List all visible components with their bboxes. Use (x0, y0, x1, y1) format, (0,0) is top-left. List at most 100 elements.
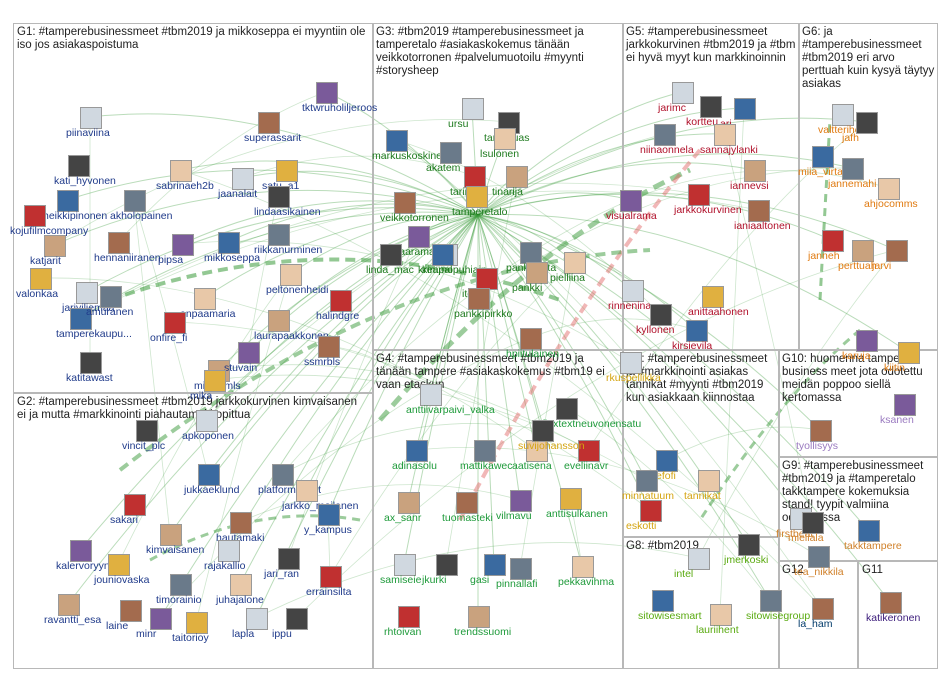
edge (181, 200, 479, 245)
edge (53, 189, 479, 246)
edge (395, 139, 823, 609)
avatar (858, 520, 880, 542)
avatar (532, 420, 554, 442)
avatar (468, 288, 490, 310)
node-label: samiseie (380, 574, 422, 586)
avatar (230, 512, 252, 534)
node-label: errainsilta (306, 586, 352, 598)
edge (117, 91, 327, 243)
node-label: hennaniiranen (94, 252, 161, 264)
edge (281, 199, 631, 475)
edge (67, 214, 479, 605)
node-label: veikkotorronen (380, 212, 449, 224)
node-label: karuja (842, 350, 871, 362)
node-label: superassarit (244, 132, 302, 144)
edge (255, 542, 699, 619)
edge (477, 214, 495, 565)
avatar (702, 286, 724, 308)
avatar (24, 205, 46, 227)
avatar (44, 235, 66, 257)
avatar (196, 410, 218, 432)
node-label: jukkaeklund (184, 484, 240, 496)
node-label: rhtoivan (384, 626, 422, 638)
node-label: eskotti (626, 520, 657, 532)
edge (477, 214, 583, 567)
node-label: pielliina (550, 272, 586, 284)
avatar (476, 268, 498, 290)
edge (53, 119, 509, 246)
avatar (880, 592, 902, 614)
avatar (484, 554, 506, 576)
group-box-g11 (858, 561, 938, 669)
group-box-g5 (623, 23, 799, 350)
edge (85, 207, 479, 293)
node-label: pinnallafi (496, 578, 538, 590)
node-label: ianiaaltonen (734, 220, 791, 232)
avatar (164, 312, 186, 334)
avatar (170, 160, 192, 182)
node-label: rinnenina (608, 300, 652, 312)
group-title-g6: G6: ja #tamperebusinessmeet #tbm2019 eri… (802, 26, 935, 90)
node-label: takktampere (844, 540, 902, 552)
avatar (464, 166, 486, 188)
avatar (506, 166, 528, 188)
avatar (856, 112, 878, 134)
node-label: mieliala (788, 532, 824, 544)
avatar (710, 604, 732, 626)
avatar (468, 606, 490, 628)
edge (415, 447, 819, 557)
edge (477, 214, 647, 481)
node-label: la_ham (798, 618, 833, 630)
avatar (686, 320, 708, 342)
node-label: onfire_fi (150, 332, 188, 344)
edge (179, 160, 479, 216)
edge (79, 190, 759, 319)
edge (477, 214, 909, 353)
node-label: lauriihent (696, 624, 739, 636)
node-label: niinaonnela (640, 144, 694, 156)
avatar (108, 554, 130, 576)
avatar (714, 124, 736, 146)
edge (227, 203, 479, 243)
edge (818, 119, 832, 301)
avatar (802, 512, 824, 534)
avatar (108, 232, 130, 254)
edge (89, 113, 479, 216)
avatar (272, 464, 294, 486)
node-label: linda_mac (366, 264, 414, 276)
avatar (230, 574, 252, 596)
avatar (564, 252, 586, 274)
edge (477, 214, 543, 431)
node-label: piinaviina (66, 127, 110, 139)
node-label: laurapaakkonen (254, 330, 329, 342)
edge (149, 514, 361, 562)
avatar (466, 186, 488, 208)
node-label: vilmavu (496, 510, 532, 522)
avatar (406, 440, 428, 462)
edge (477, 214, 869, 531)
node-label: apkoponen (182, 430, 234, 442)
node-label: tktwruholiljeroos (302, 102, 378, 114)
edge (477, 214, 651, 511)
avatar (238, 342, 260, 364)
avatar (462, 98, 484, 120)
edge (477, 193, 833, 241)
node-label: peltonenheidi (266, 284, 329, 296)
avatar (318, 336, 340, 358)
edge (241, 155, 475, 179)
avatar (246, 608, 268, 630)
node-label: aatisena (512, 460, 552, 472)
node-label: adinasolu (392, 460, 437, 472)
group-title-g1: G1: #tamperebusinessmeet #tbm2019 ja mik… (17, 26, 366, 51)
node-label: ippu (272, 628, 292, 640)
node-label: ursu (448, 118, 469, 130)
node-label: kimvaisanen (146, 544, 205, 556)
node-label: kreapal (418, 264, 453, 276)
node-label: tamperekaupu... (56, 328, 132, 340)
avatar (620, 190, 642, 212)
edge (698, 328, 861, 521)
node-label: mika (190, 390, 213, 402)
node-label: rkuspellikka (606, 372, 661, 384)
edge (277, 214, 479, 321)
node-label: hpiitulainen (506, 348, 560, 360)
